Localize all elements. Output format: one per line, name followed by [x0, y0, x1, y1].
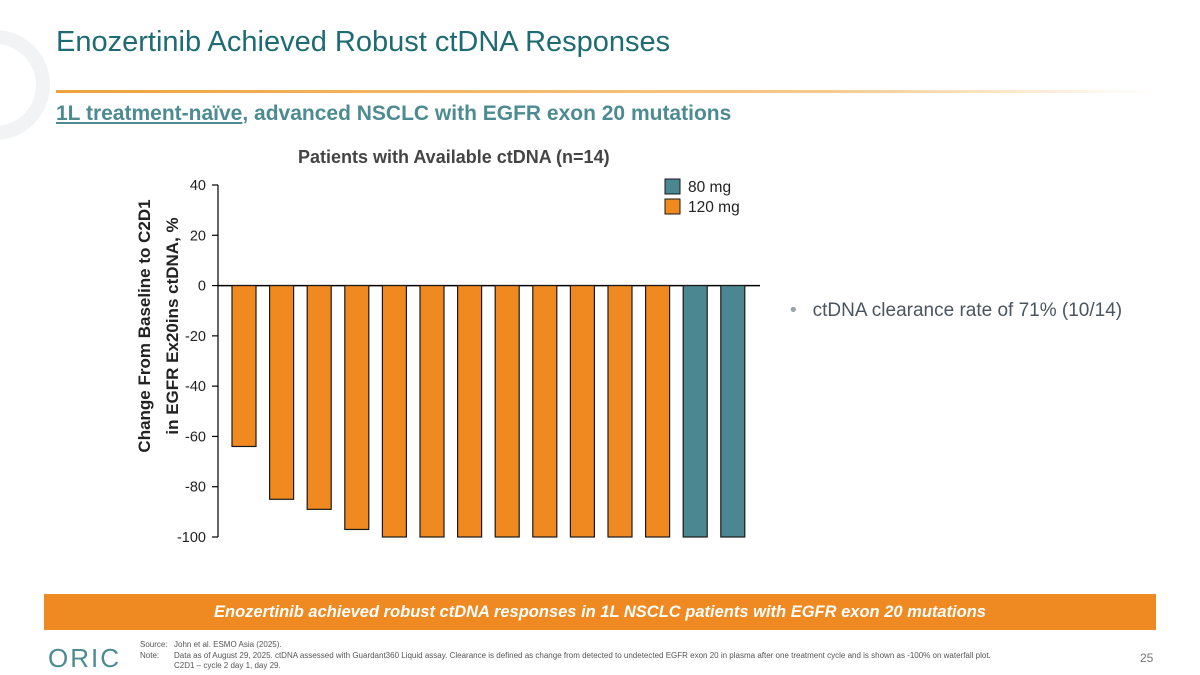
slide-subtitle: 1L treatment-naïve, advanced NSCLC with … — [56, 102, 731, 126]
subtitle-link[interactable]: 1L treatment-naïve — [56, 102, 243, 125]
note-text-2: C2D1 – cycle 2 day 1, day 29. — [174, 661, 281, 670]
subtitle-rest: , advanced NSCLC with EGFR exon 20 mutat… — [242, 102, 732, 125]
y-tick-label: -100 — [177, 530, 206, 546]
source-text: John et al. ESMO Asia (2025). — [174, 640, 282, 649]
waterfall-chart: 40 20 0 -20 -40 -60 -80 -100 Change From Baselin… — [135, 178, 760, 546]
y-tick-label: -20 — [185, 329, 206, 345]
note-label: Note: — [140, 650, 160, 660]
bar — [607, 284, 633, 538]
y-tick-label: -60 — [185, 429, 206, 445]
bar — [457, 284, 483, 538]
footnotes: Source: John et al. ESMO Asia (2025). No… — [140, 640, 1130, 672]
title-divider — [56, 90, 1156, 93]
y-tick-label: 40 — [190, 178, 206, 194]
legend-swatch — [664, 178, 681, 195]
chart-title: Patients with Available ctDNA (n=14) — [298, 147, 610, 167]
source-row: Source: John et al. ESMO Asia (2025). — [140, 640, 1130, 651]
note-text: Data as of August 29, 2025. ctDNA assess… — [174, 650, 991, 660]
y-axis-title-line1: Change From Baseline to C2D1 — [135, 199, 154, 452]
oric-logo: ORIC — [48, 643, 121, 673]
bar — [269, 284, 295, 500]
bar — [344, 284, 370, 531]
page-number: 25 — [1140, 651, 1154, 665]
bar — [644, 284, 671, 538]
y-axis-title-line2: in EGFR Ex20ins ctDNA, % — [163, 217, 182, 434]
slide-title: Enozertinib Achieved Robust ctDNA Respon… — [56, 26, 671, 58]
bar — [381, 284, 407, 538]
legend-swatch — [664, 198, 681, 215]
summary-banner: Enozertinib achieved robust ctDNA respon… — [44, 594, 1156, 630]
bar — [419, 284, 445, 538]
note-row-2: C2D1 – cycle 2 day 1, day 29. — [140, 661, 1130, 672]
bar — [231, 284, 257, 448]
y-tick-label: 0 — [198, 279, 206, 295]
bullet-dot: • — [790, 300, 797, 321]
legend-label: 120 mg — [688, 199, 740, 216]
bullet-point: • ctDNA clearance rate of 71% (10/14) — [790, 300, 1122, 322]
y-tick-label: -40 — [185, 379, 206, 395]
bar — [682, 284, 708, 538]
y-tick-label: 20 — [190, 228, 206, 244]
source-label: Source: — [140, 640, 168, 649]
decorative-arc — [0, 30, 50, 140]
bar — [532, 284, 558, 538]
legend-label: 80 mg — [688, 179, 731, 196]
bar — [720, 284, 746, 538]
bar — [306, 284, 332, 510]
y-tick-label: -80 — [185, 480, 206, 496]
bar — [494, 284, 520, 538]
bullet-text: ctDNA clearance rate of 71% (10/14) — [812, 300, 1123, 321]
bar — [569, 284, 595, 538]
note-row: Note: Data as of August 29, 2025. ctDNA … — [140, 651, 1130, 662]
